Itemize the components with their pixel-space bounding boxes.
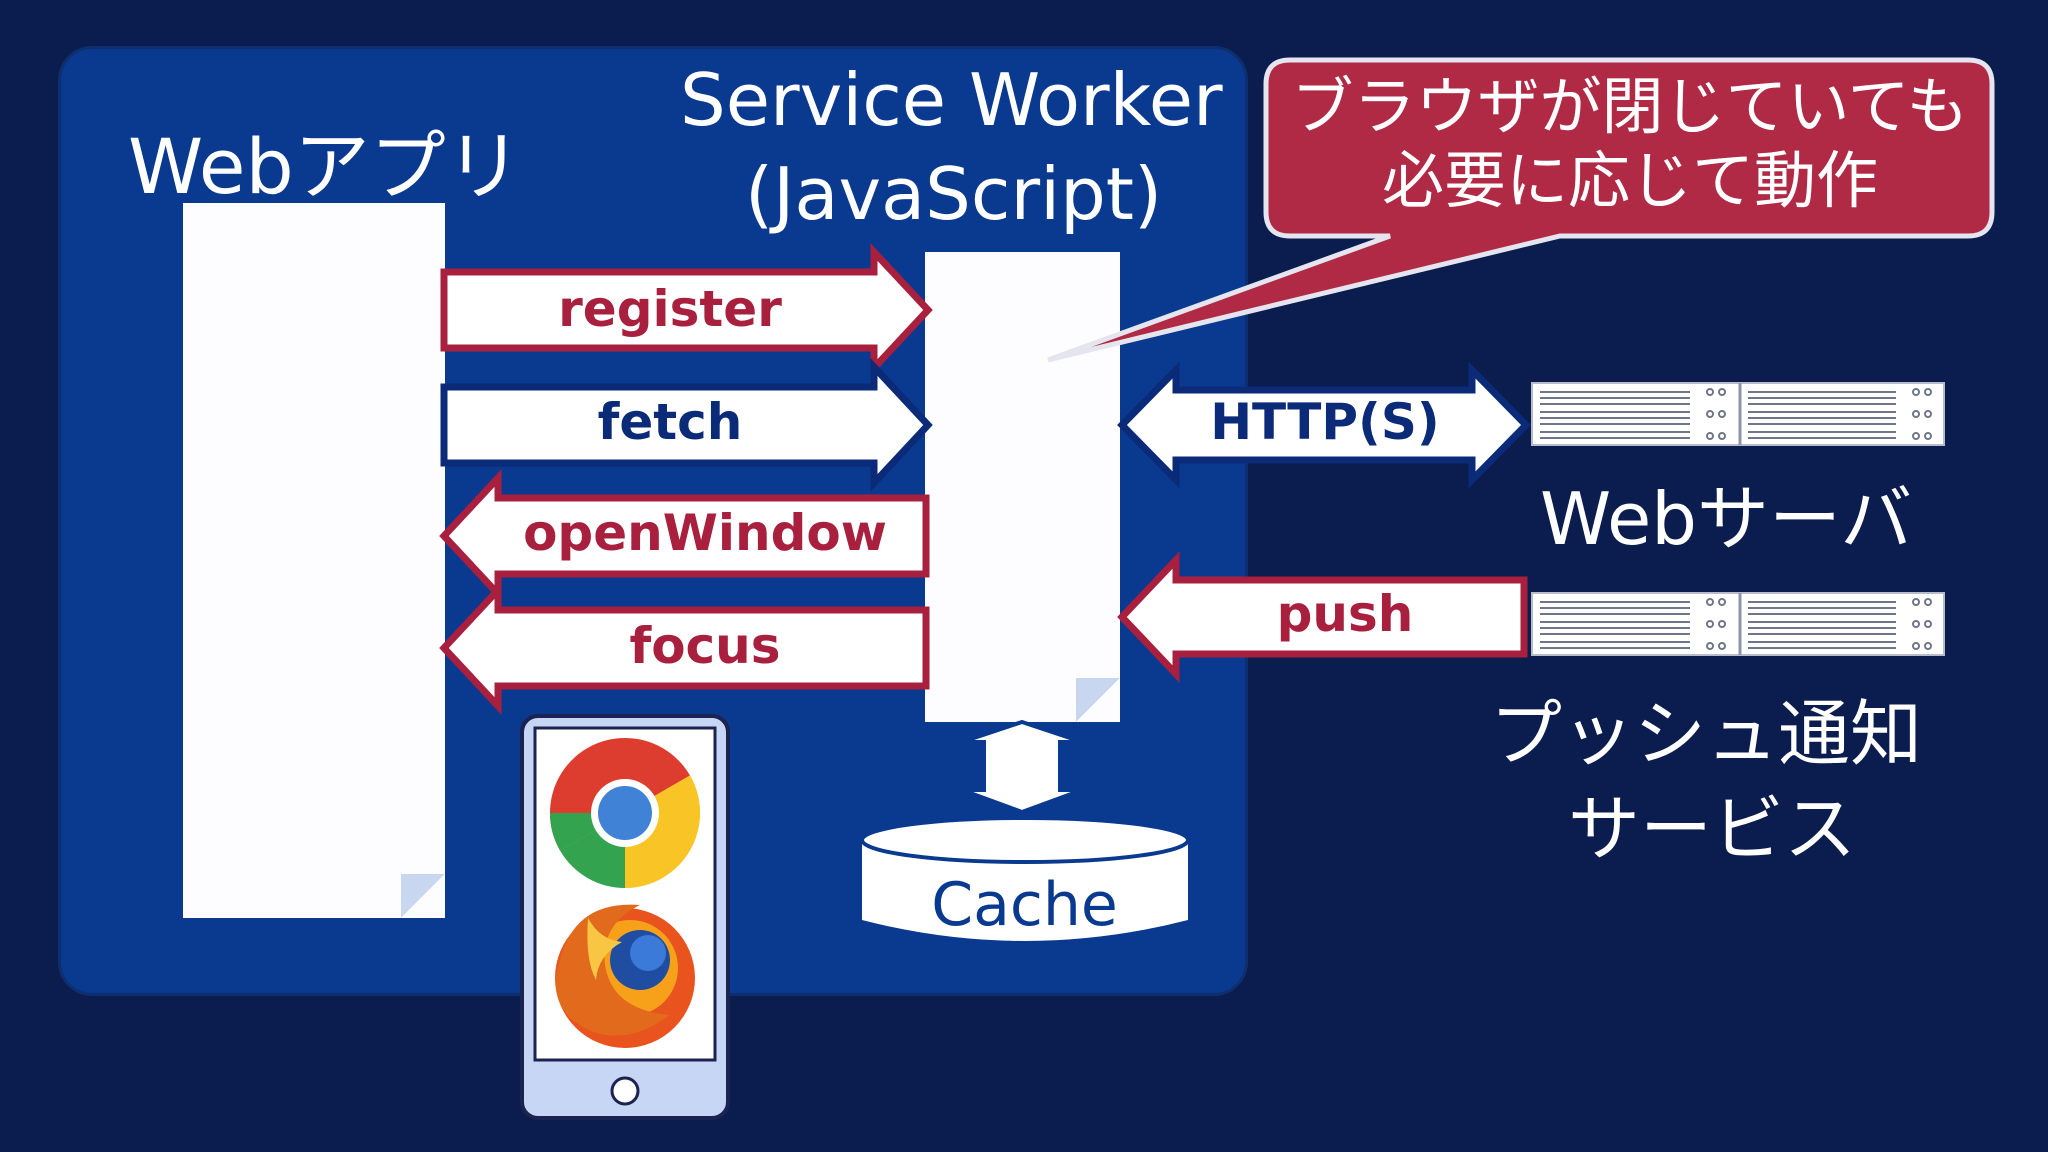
callout-bubble <box>1047 57 1995 363</box>
document-fold <box>1076 678 1120 722</box>
http-label: HTTP(S) <box>1210 393 1440 451</box>
fetch-label: fetch <box>597 393 743 451</box>
push-service-label-2: サービス <box>1568 787 1857 871</box>
focus-arrow <box>439 581 930 715</box>
web-server-label: Webサーバ <box>1540 477 1913 561</box>
service-worker-title: Service Worker <box>680 58 1223 142</box>
register-label: register <box>558 280 782 338</box>
service-worker-document <box>925 252 1120 722</box>
open-window-label: openWindow <box>523 504 887 562</box>
cache-label: Cache <box>931 870 1118 940</box>
firefox-logo-icon <box>555 904 695 1048</box>
callout-line-2: 必要に応じて動作 <box>1381 144 1878 217</box>
open-window-arrow <box>439 469 930 603</box>
push-service-label-1: プッシュ通知 <box>1490 692 1923 776</box>
focus-label: focus <box>629 617 781 675</box>
http-arrow <box>1117 361 1531 489</box>
web-server-rack <box>1531 382 1945 446</box>
callout-text: ブラウザが閉じていても 必要に応じて動作 <box>1270 70 1990 218</box>
document-fold <box>401 874 445 918</box>
fetch-arrow <box>440 358 933 492</box>
register-arrow <box>440 243 933 377</box>
service-worker-subtitle: (JavaScript) <box>745 152 1163 236</box>
cache-sync-arrow <box>961 719 1083 815</box>
chrome-logo-icon <box>549 737 701 889</box>
callout-line-1: ブラウザが閉じていても <box>1291 70 1969 143</box>
cache-cylinder <box>860 816 1190 941</box>
push-server-rack <box>1531 592 1945 656</box>
push-arrow <box>1117 551 1528 683</box>
push-label: push <box>1276 585 1414 643</box>
webapp-title: Webアプリ <box>128 122 522 211</box>
webapp-document <box>183 203 445 918</box>
